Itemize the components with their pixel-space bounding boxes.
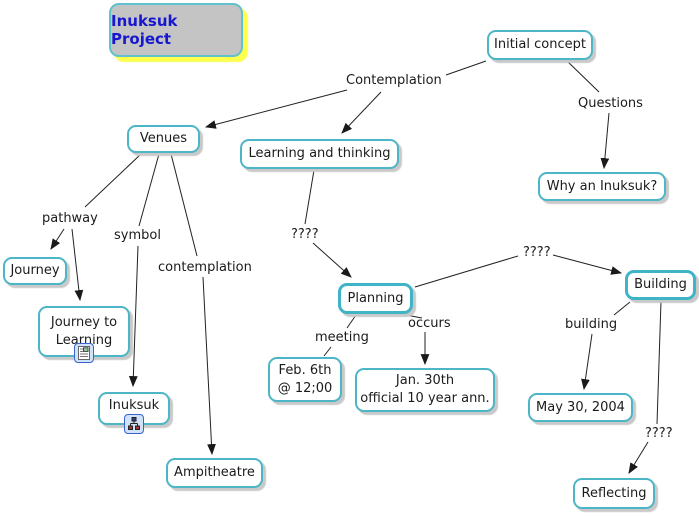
link-label-occurs[interactable]: occurs <box>408 316 451 331</box>
concept-node-may-30-2004[interactable]: May 30, 2004 <box>528 393 633 422</box>
concept-node-planning[interactable]: Planning <box>338 283 413 314</box>
edge-building-to-question3 <box>656 300 662 425</box>
link-label-building[interactable]: building <box>565 317 618 332</box>
concept-node-ampitheatre[interactable]: Ampitheatre <box>166 458 263 488</box>
edge-pathway-to-journey-to-learning <box>71 228 84 302</box>
concept-node-reflecting[interactable]: Reflecting <box>573 478 655 509</box>
concept-node-why-an-inuksuk[interactable]: Why an Inuksuk? <box>538 172 666 201</box>
link-label-pathway[interactable]: pathway <box>42 211 98 226</box>
edge-initial-to-questions <box>565 59 600 93</box>
journey-to-learning-label: Journey to Learning <box>50 314 118 348</box>
edge-contemplation-to-venues <box>204 89 348 129</box>
map-title-node[interactable]: Inuksuk Project <box>109 3 243 57</box>
inuksuk-label: Inuksuk <box>108 398 160 413</box>
map-title-label: Inuksuk Project <box>111 12 178 48</box>
link-label-question-1[interactable]: ???? <box>291 227 319 242</box>
document-resource-icon[interactable] <box>74 343 94 363</box>
link-label-meeting[interactable]: meeting <box>315 330 369 345</box>
concept-node-journey[interactable]: Journey <box>3 257 67 285</box>
concept-node-journey-to-learning[interactable]: Journey to Learning <box>38 306 130 363</box>
edge-learning-to-question1 <box>304 169 315 225</box>
edge-venues-to-pathway <box>84 153 142 208</box>
concept-map-resource-icon[interactable] <box>124 414 144 434</box>
edge-question2-to-building <box>552 254 623 275</box>
edge-contemplation2-to-ampitheatre <box>202 276 216 456</box>
link-label-question-3[interactable]: ???? <box>645 426 673 441</box>
edge-planning-to-question2 <box>414 255 519 288</box>
edge-question3-to-reflecting <box>628 441 649 474</box>
link-label-question-2[interactable]: ???? <box>523 245 551 260</box>
edge-meeting-to-feb <box>323 346 332 357</box>
concept-node-initial-concept[interactable]: Initial concept <box>487 30 593 60</box>
concept-node-inuksuk[interactable]: Inuksuk <box>98 392 170 434</box>
edge-pathway-to-journey <box>50 228 65 250</box>
edge-venues-to-symbol <box>138 153 160 227</box>
edge-planning-to-meeting <box>346 314 357 329</box>
concept-node-jan-30th[interactable]: Jan. 30th official 10 year ann. <box>355 368 495 412</box>
edge-initial-to-contemplation <box>445 60 487 76</box>
edge-contemplation-to-learning <box>341 91 382 134</box>
link-label-symbol[interactable]: symbol <box>114 228 161 243</box>
edge-questions-to-why <box>600 112 610 170</box>
edge-question1-to-planning <box>312 242 352 278</box>
concept-node-feb-6th-meeting[interactable]: Feb. 6th @ 12;00 <box>268 357 342 402</box>
link-label-questions[interactable]: Questions <box>578 96 643 111</box>
concept-node-venues[interactable]: Venues <box>127 125 200 153</box>
link-label-contemplation[interactable]: Contemplation <box>346 73 442 88</box>
concept-node-learning-and-thinking[interactable]: Learning and thinking <box>240 139 399 169</box>
edge-venues-to-contemplation2 <box>170 153 198 257</box>
edge-symbol-to-inuksuk <box>128 245 139 388</box>
edge-building-to-buildinglabel <box>613 301 631 316</box>
edge-buildinglabel-to-may <box>581 333 593 391</box>
concept-node-building[interactable]: Building <box>625 270 696 300</box>
link-label-contemplation-2[interactable]: contemplation <box>158 260 252 275</box>
